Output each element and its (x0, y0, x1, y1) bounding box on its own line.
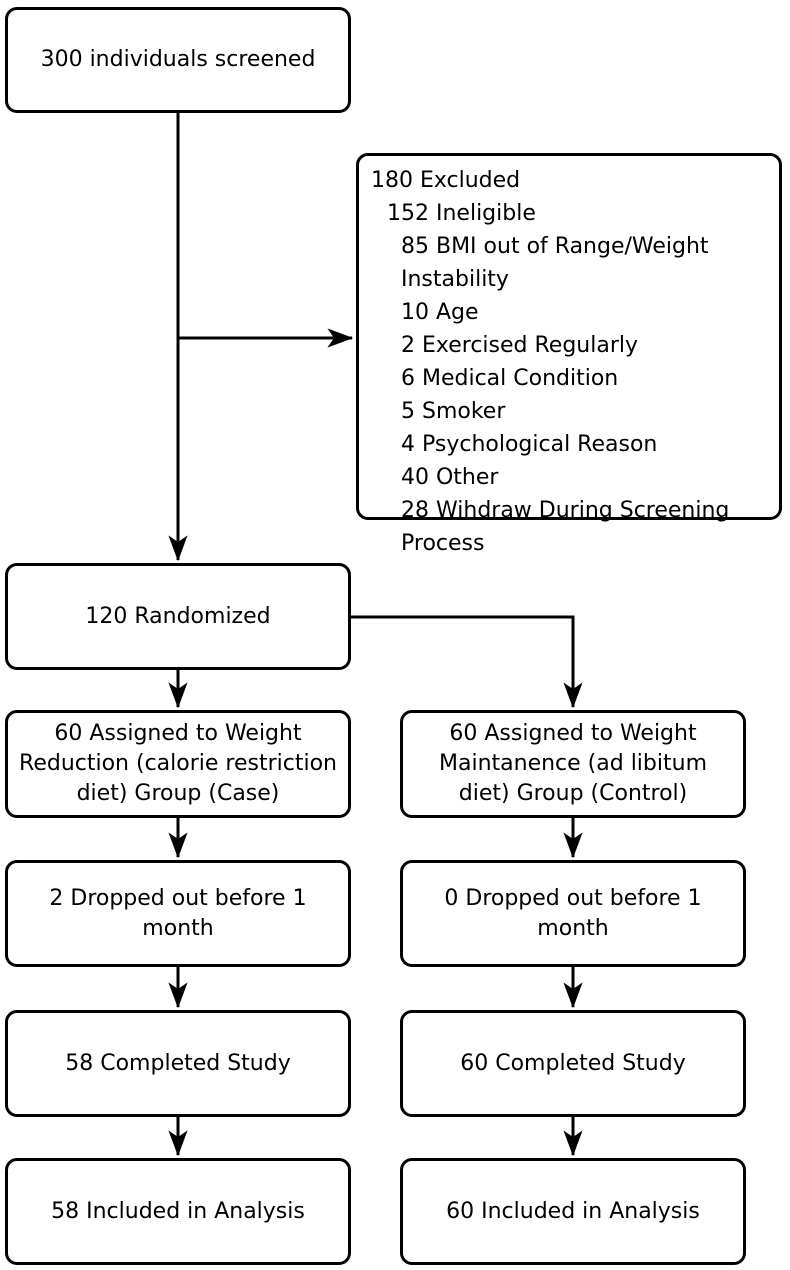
excluded-line: 180 Excluded (371, 168, 521, 193)
excluded-line: 85 BMI out of Range/Weight (401, 234, 709, 259)
edge-randomized-to-control (350, 615, 583, 709)
node-screened: 300 individuals screened (5, 7, 351, 113)
node-control-dropped-label: 0 Dropped out before 1 month (444, 885, 702, 941)
excluded-line: 40 Other (401, 465, 499, 490)
node-case-analyzed-label: 58 Included in Analysis (51, 1198, 305, 1224)
node-case-dropped: 2 Dropped out before 1 month (5, 860, 351, 967)
excluded-line: Instability (401, 267, 509, 292)
node-control-completed: 60 Completed Study (400, 1010, 746, 1117)
node-case-assigned: 60 Assigned to Weight Reduction (calorie… (5, 710, 351, 818)
excluded-line: 2 Exercised Regularly (401, 333, 639, 358)
node-case-completed: 58 Completed Study (5, 1010, 351, 1117)
node-control-analyzed: 60 Included in Analysis (400, 1158, 746, 1265)
node-control-completed-label: 60 Completed Study (460, 1050, 686, 1076)
node-randomized: 120 Randomized (5, 563, 351, 670)
node-control-assigned: 60 Assigned to Weight Maintanence (ad li… (400, 710, 746, 818)
excluded-line: 152 Ineligible (387, 201, 536, 226)
node-control-assigned-label: 60 Assigned to Weight Maintanence (ad li… (439, 721, 707, 806)
node-control-analyzed-label: 60 Included in Analysis (446, 1198, 700, 1224)
node-control-dropped: 0 Dropped out before 1 month (400, 860, 746, 967)
excluded-line: 4 Psychological Reason (401, 432, 658, 457)
node-screened-label: 300 individuals screened (40, 47, 316, 72)
node-case-analyzed: 58 Included in Analysis (5, 1158, 351, 1265)
excluded-line: 28 Wihdraw During Screening (401, 498, 730, 523)
excluded-reason-list: 180 Excluded 152 Ineligible 85 BMI out o… (371, 164, 769, 560)
excluded-line: 5 Smoker (401, 399, 506, 424)
node-case-dropped-label: 2 Dropped out before 1 month (49, 885, 307, 941)
node-case-assigned-label: 60 Assigned to Weight Reduction (calorie… (19, 721, 337, 806)
node-randomized-label: 120 Randomized (85, 603, 271, 629)
excluded-line: 6 Medical Condition (401, 366, 619, 391)
node-case-completed-label: 58 Completed Study (65, 1050, 291, 1076)
excluded-line: 10 Age (401, 300, 479, 325)
excluded-line: Process (401, 531, 485, 556)
node-excluded: 180 Excluded 152 Ineligible 85 BMI out o… (356, 153, 782, 556)
